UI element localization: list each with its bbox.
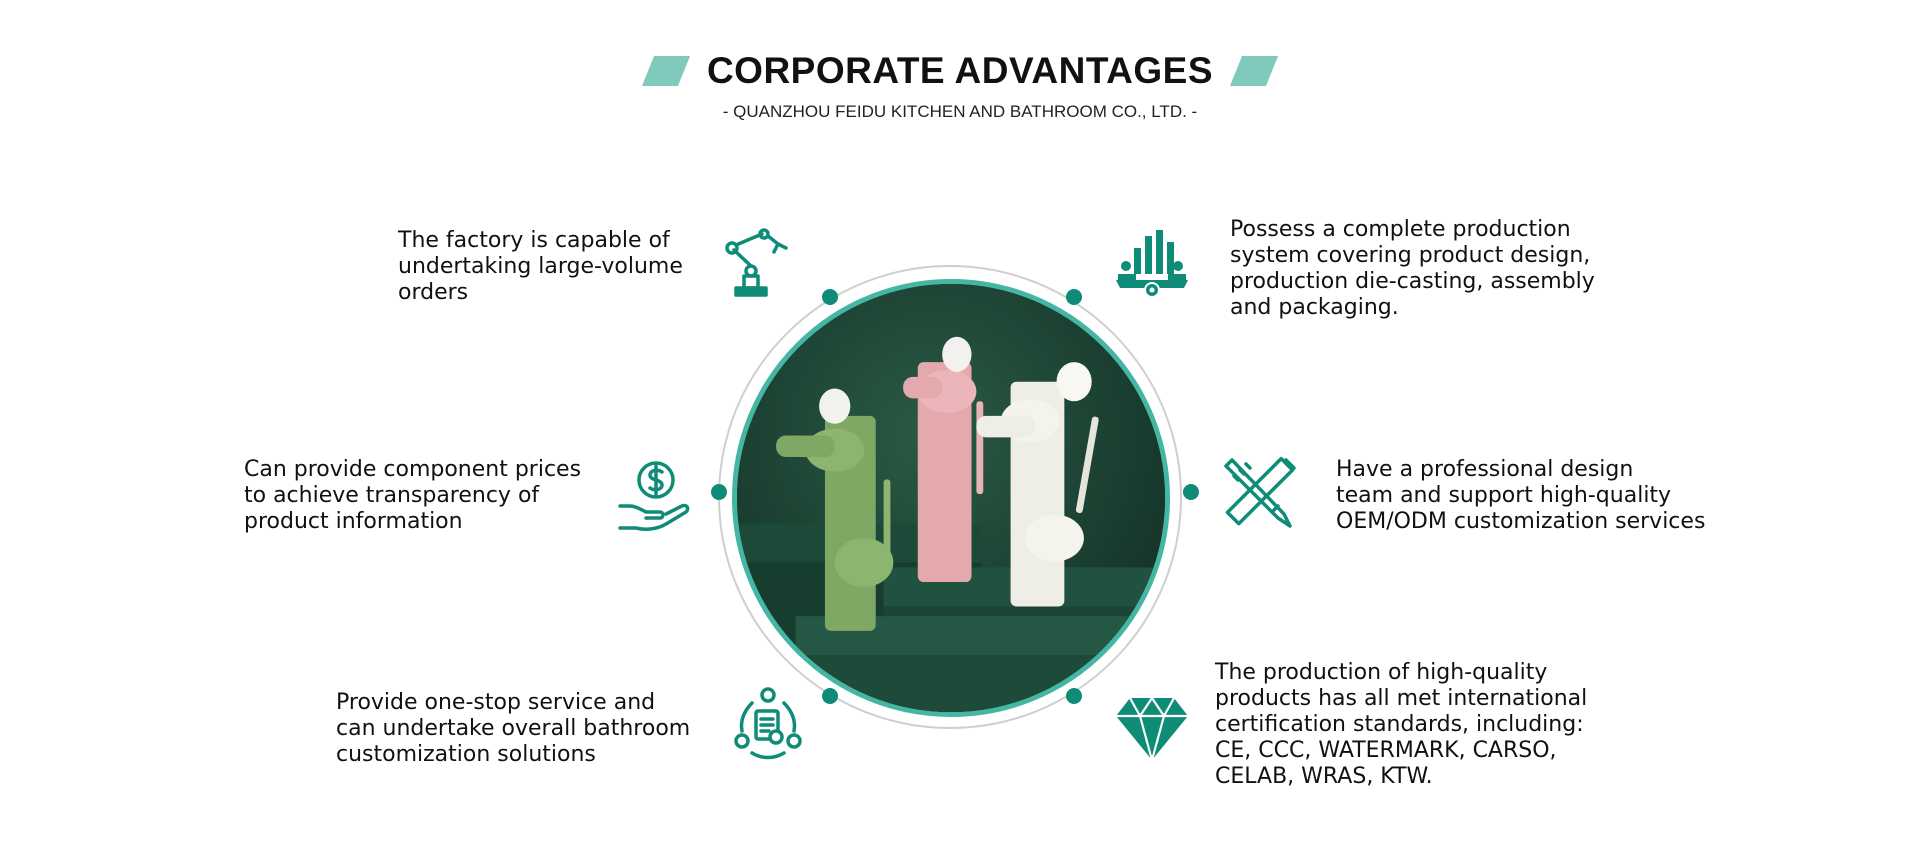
money-hand-icon — [616, 458, 692, 534]
header: CORPORATE ADVANTAGES — [0, 50, 1920, 92]
advantage-text-large-volume: The factory is capable of undertaking la… — [398, 228, 683, 305]
diamond-icon — [1114, 690, 1190, 766]
advantage-text-production-system: Possess a complete production system cov… — [1230, 217, 1595, 320]
ring-dot — [1183, 484, 1199, 500]
advantage-text-design-team: Have a professional design team and supp… — [1336, 457, 1706, 534]
ring-dot — [711, 484, 727, 500]
production-chart-icon — [1114, 226, 1190, 302]
faucets-product-image — [732, 279, 1170, 717]
company-subtitle: - QUANZHOU FEIDU KITCHEN AND BATHROOM CO… — [722, 102, 1198, 121]
advantage-text-component-prices: Can provide component prices to achieve … — [244, 457, 582, 534]
ring-dot — [822, 688, 838, 704]
ring-dot — [822, 289, 838, 305]
pencil-ruler-icon — [1222, 456, 1298, 532]
page-title: CORPORATE ADVANTAGES — [706, 50, 1214, 91]
ring-dot — [1066, 688, 1082, 704]
advantage-text-certifications: The production of high-quality products … — [1215, 660, 1588, 789]
title-decoration-left — [641, 56, 690, 86]
title-decoration-right — [1230, 56, 1279, 86]
team-document-icon — [730, 685, 806, 761]
robot-arm-icon — [718, 226, 794, 302]
advantage-text-one-stop-service: Provide one-stop service and can underta… — [336, 690, 691, 767]
ring-dot — [1066, 289, 1082, 305]
